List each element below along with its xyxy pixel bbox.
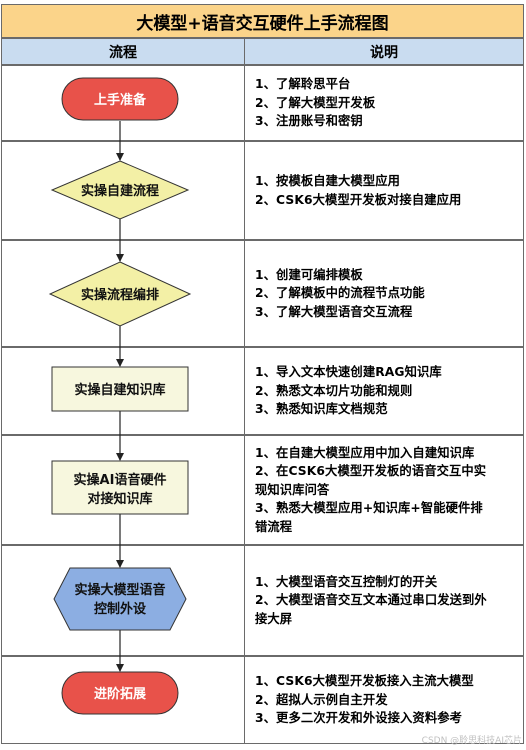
note-line: 2、在CSK6大模型开发板的语音交互中实 <box>255 464 487 479</box>
note-line: 1、在自建大模型应用中加入自建知识库 <box>255 445 475 460</box>
note-line: 1、CSK6大模型开发板接入主流大模型 <box>255 674 474 689</box>
note-line: 1、大模型语音交互控制灯的开关 <box>255 574 438 589</box>
note-line: 1、按模板自建大模型应用 <box>255 174 401 188</box>
step-row-1: 1、了解聆思平台 2、了解大模型开发板 3、注册账号和密钥 <box>1 65 524 141</box>
step-row-2: 1、按模板自建大模型应用 2、CSK6大模型开发板对接自建应用 <box>1 141 524 240</box>
description-cell: 1、创建可编排模板 2、了解模板中的流程节点功能 3、了解大模型语音交互流程 <box>244 240 524 347</box>
step-row-3: 1、创建可编排模板 2、了解模板中的流程节点功能 3、了解大模型语音交互流程 <box>1 240 524 347</box>
hexagon-shape <box>53 567 187 631</box>
step-row-7: 1、CSK6大模型开发板接入主流大模型 2、超拟人示例自主开发 3、更多二次开发… <box>1 656 524 744</box>
note-line: 2、大模型语音交互文本通过串口发送到外 <box>255 593 487 608</box>
note-line: 3、熟悉大模型应用+知识库+智能硬件排 <box>255 501 483 516</box>
end-terminal-shape <box>61 671 179 715</box>
note-line: 1、创建可编排模板 <box>255 267 363 282</box>
description-cell: 1、CSK6大模型开发板接入主流大模型 2、超拟人示例自主开发 3、更多二次开发… <box>244 656 524 744</box>
process-box-shape <box>51 366 189 412</box>
description-cell: 1、大模型语音交互控制灯的开关 2、大模型语音交互文本通过串口发送到外 接大屏 <box>244 545 524 656</box>
step-row-6: 1、大模型语音交互控制灯的开关 2、大模型语音交互文本通过串口发送到外 接大屏 <box>1 545 524 656</box>
step-row-4: 1、导入文本快速创建RAG知识库 2、熟悉文本切片功能和规则 3、熟悉知识库文档… <box>1 347 524 435</box>
description-cell: 1、按模板自建大模型应用 2、CSK6大模型开发板对接自建应用 <box>244 141 524 240</box>
step-label: 进阶拓展 <box>94 686 147 702</box>
step-label-line: 对接知识库 <box>87 491 152 507</box>
note-line: 3、熟悉知识库文档规范 <box>255 402 388 417</box>
watermark: CSDN @聆思科技AI芯片 <box>421 736 522 746</box>
note-line: 2、CSK6大模型开发板对接自建应用 <box>255 192 462 207</box>
header-flow: 流程 <box>1 38 245 65</box>
step-label: 上手准备 <box>94 92 147 108</box>
step-label-line: 实操大模型语音 <box>74 582 165 598</box>
step-label-line: 实操AI语音硬件 <box>74 472 167 488</box>
note-line: 1、导入文本快速创建RAG知识库 <box>255 365 442 380</box>
start-terminal-shape <box>61 77 179 121</box>
note-line: 2、超拟人示例自主开发 <box>255 692 388 707</box>
decision-diamond-shape <box>50 160 190 220</box>
description-cell: 1、了解聆思平台 2、了解大模型开发板 3、注册账号和密钥 <box>244 65 524 141</box>
note-line: 3、更多二次开发和外设接入资料参考 <box>255 711 463 726</box>
step-row-5: 1、在自建大模型应用中加入自建知识库 2、在CSK6大模型开发板的语音交互中实 … <box>1 435 524 545</box>
diagram-title: 大模型+语音交互硬件上手流程图 <box>1 4 524 38</box>
note-line: 1、了解聆思平台 <box>255 77 351 92</box>
note-line: 3、了解大模型语音交互流程 <box>255 304 413 319</box>
note-line: 3、注册账号和密钥 <box>255 114 363 129</box>
description-cell: 1、导入文本快速创建RAG知识库 2、熟悉文本切片功能和规则 3、熟悉知识库文档… <box>244 347 524 435</box>
step-label: 实操自建知识库 <box>74 382 165 398</box>
note-line: 错流程 <box>255 519 293 534</box>
process-box-shape <box>51 460 189 515</box>
step-label-line: 控制外设 <box>94 601 147 617</box>
note-line: 2、了解模板中的流程节点功能 <box>255 286 425 301</box>
note-line: 现知识库问答 <box>255 482 330 497</box>
description-cell: 1、在自建大模型应用中加入自建知识库 2、在CSK6大模型开发板的语音交互中实 … <box>244 435 524 545</box>
step-label: 实操自建流程 <box>81 183 159 199</box>
note-line: 接大屏 <box>255 611 293 626</box>
header-description: 说明 <box>244 38 524 65</box>
note-line: 2、了解大模型开发板 <box>255 95 376 110</box>
decision-diamond-shape <box>48 261 192 327</box>
step-label: 实操流程编排 <box>81 287 159 303</box>
note-line: 2、熟悉文本切片功能和规则 <box>255 383 413 398</box>
